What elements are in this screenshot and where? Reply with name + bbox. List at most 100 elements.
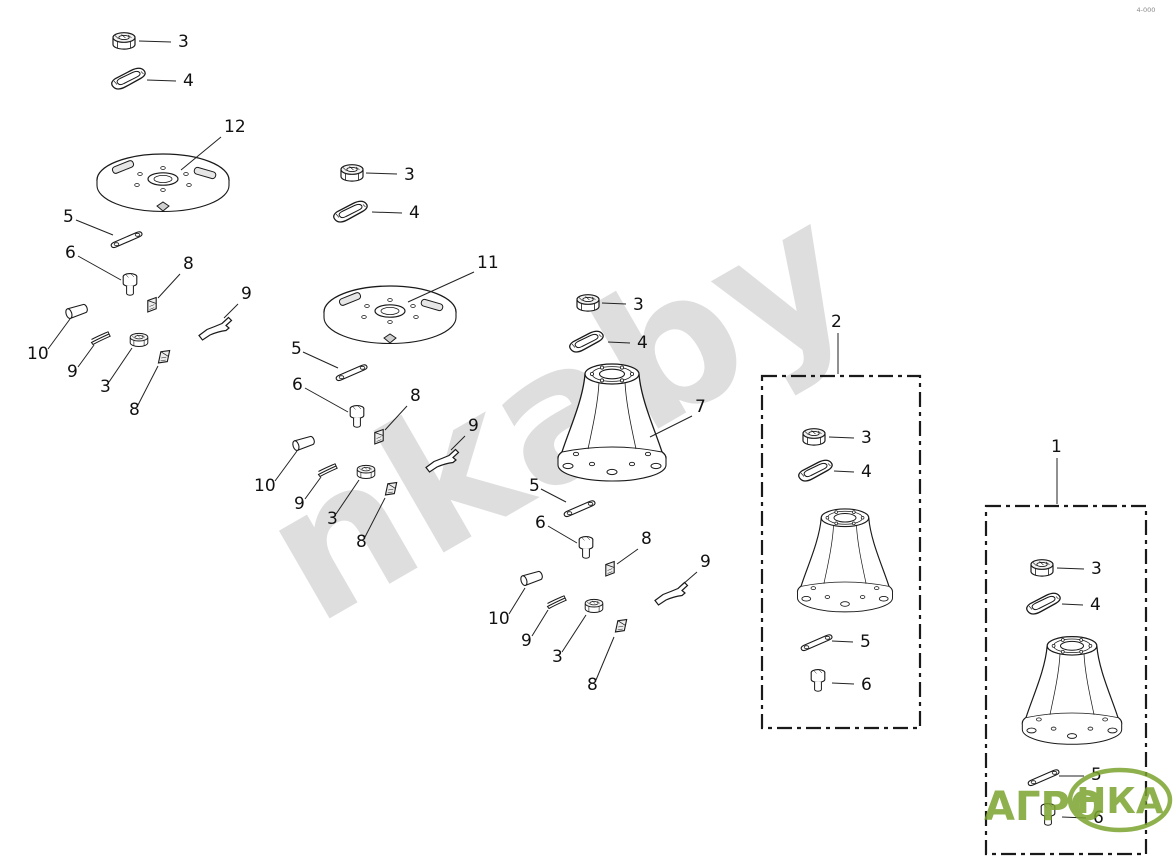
callout-4-label: 4 bbox=[183, 71, 194, 91]
wedge-drawing bbox=[605, 560, 615, 577]
leader-line bbox=[831, 640, 854, 643]
leader-line bbox=[561, 614, 587, 653]
leader-line bbox=[77, 255, 122, 281]
leader-line bbox=[223, 303, 239, 319]
callout-3-label: 3 bbox=[100, 377, 111, 397]
callout-12-label: 12 bbox=[224, 117, 246, 137]
cotter-clip-drawing bbox=[547, 595, 567, 609]
leader-line bbox=[157, 273, 181, 299]
leader-line bbox=[47, 318, 71, 350]
leader-line bbox=[371, 211, 403, 214]
callout-6-label: 6 bbox=[861, 675, 872, 695]
callout-5-label: 5 bbox=[63, 207, 74, 227]
callout-4-label: 4 bbox=[1090, 595, 1101, 615]
callout-4-label: 4 bbox=[637, 333, 648, 353]
callout-8-label: 8 bbox=[641, 529, 652, 549]
callout-5-label: 5 bbox=[860, 632, 871, 652]
hub-drawing bbox=[1021, 636, 1123, 745]
callout-3-label: 3 bbox=[861, 428, 872, 448]
callout-8-label: 8 bbox=[356, 532, 367, 552]
wedge-drawing bbox=[614, 617, 628, 635]
brand-logo: АГРО НКА bbox=[984, 767, 1173, 833]
brand-logo-word2: НКА bbox=[1076, 781, 1164, 822]
leader-line bbox=[146, 79, 177, 82]
cap-nut-drawing bbox=[129, 332, 149, 347]
clip-drawing bbox=[333, 200, 368, 223]
wedge-drawing bbox=[374, 428, 384, 445]
corner-mark: 4-000 bbox=[1137, 6, 1156, 14]
leader-line bbox=[833, 470, 855, 473]
leader-line bbox=[616, 548, 639, 565]
leader-line bbox=[364, 497, 386, 538]
callout-9-label: 9 bbox=[468, 416, 479, 436]
cap-nut-drawing bbox=[1030, 559, 1054, 577]
kit-2: 2 3 4 5 6 bbox=[760, 312, 922, 730]
cap-nut-drawing bbox=[356, 464, 376, 479]
callout-10-label: 10 bbox=[254, 476, 276, 496]
callout-5-label: 5 bbox=[291, 339, 302, 359]
kit-2-box bbox=[760, 374, 922, 730]
cotter-clip-drawing bbox=[91, 331, 111, 345]
callout-3-label: 3 bbox=[404, 165, 415, 185]
bracket-drawing bbox=[654, 581, 689, 606]
wedge-drawing bbox=[147, 296, 157, 313]
leader-line bbox=[831, 682, 855, 685]
leader-line bbox=[681, 571, 698, 586]
stud-drawing bbox=[122, 273, 138, 296]
leader-line bbox=[335, 479, 360, 515]
callout-4-label: 4 bbox=[409, 203, 420, 223]
assembly-11: 3 4 11 5 6 8 9 10 9 3 8 bbox=[254, 164, 499, 552]
assembly-12: 3 4 12 5 6 8 9 10 9 3 8 bbox=[27, 32, 252, 420]
cap-nut-drawing bbox=[340, 164, 364, 182]
callout-3-label: 3 bbox=[327, 509, 338, 529]
kit-1: 1 3 4 5 6 bbox=[984, 437, 1148, 856]
leader-line bbox=[601, 302, 627, 305]
callout-6-label: 6 bbox=[292, 375, 303, 395]
leader-line bbox=[302, 351, 339, 369]
brand-logo-ring bbox=[1067, 767, 1173, 833]
cap-nut-drawing bbox=[802, 428, 826, 446]
cap-nut-drawing bbox=[584, 598, 604, 613]
leader-line bbox=[508, 587, 526, 615]
clip-drawing bbox=[111, 67, 146, 90]
callout-3-label: 3 bbox=[178, 32, 189, 52]
leader-line bbox=[304, 476, 322, 500]
leader-line bbox=[607, 341, 631, 344]
leader-line bbox=[407, 271, 475, 303]
callout-8-label: 8 bbox=[410, 386, 421, 406]
callout-3-label: 3 bbox=[1091, 559, 1102, 579]
callout-9-label: 9 bbox=[241, 284, 252, 304]
leader-line bbox=[77, 344, 95, 368]
callout-3-label: 3 bbox=[552, 647, 563, 667]
callout-10-label: 10 bbox=[27, 344, 49, 364]
cap-nut-drawing bbox=[576, 294, 600, 312]
pin-drawing bbox=[519, 569, 545, 587]
leader-line bbox=[450, 435, 466, 451]
callout-9-label: 9 bbox=[700, 552, 711, 572]
cover-disc-drawing bbox=[96, 153, 230, 213]
callout-2-label: 2 bbox=[831, 312, 842, 332]
leader-line bbox=[595, 636, 615, 681]
callout-4-label: 4 bbox=[861, 462, 872, 482]
leader-line bbox=[304, 387, 349, 413]
callout-8-label: 8 bbox=[129, 400, 140, 420]
callout-5-label: 5 bbox=[529, 476, 540, 496]
callout-8-label: 8 bbox=[587, 675, 598, 695]
cover-disc-drawing bbox=[323, 285, 457, 345]
clip-drawing bbox=[798, 459, 833, 482]
callout-10-label: 10 bbox=[488, 609, 510, 629]
callout-11-label: 11 bbox=[477, 253, 499, 273]
leader-line bbox=[828, 436, 855, 439]
wedge-drawing bbox=[157, 348, 171, 366]
callout-9-label: 9 bbox=[294, 494, 305, 514]
kit-1-box bbox=[984, 504, 1148, 856]
stud-drawing bbox=[578, 536, 594, 559]
leader-line bbox=[649, 415, 693, 438]
leader-line bbox=[180, 136, 222, 171]
watermark-text: nkaby bbox=[230, 161, 886, 664]
callout-7-label: 7 bbox=[695, 397, 706, 417]
leader-line bbox=[75, 219, 114, 236]
leader-line bbox=[274, 450, 298, 482]
callout-1-label: 1 bbox=[1051, 437, 1062, 457]
